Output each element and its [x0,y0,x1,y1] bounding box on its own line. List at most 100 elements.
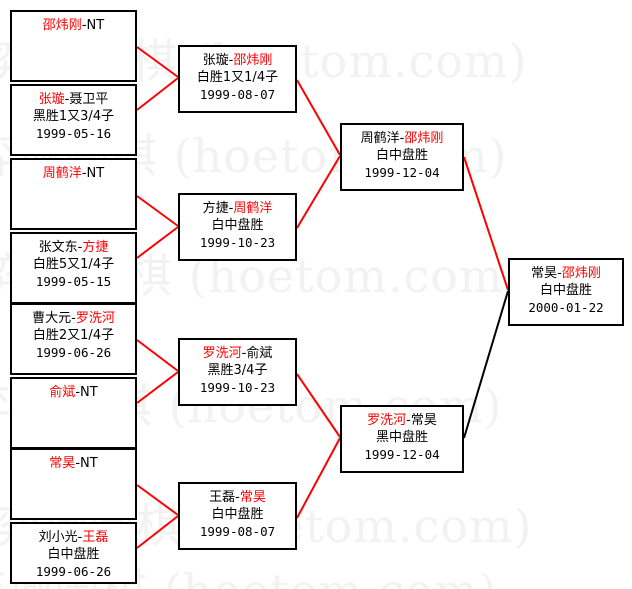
match-date: 1999-10-23 [199,235,276,250]
connector-r2m1-to-sf1 [296,79,341,156]
match-date: 1999-05-16 [35,126,112,141]
match-players: 张璇-邵炜刚 [180,52,295,69]
connector-r1m3-to-r2m2 [136,195,179,227]
match-players: 邵炜刚-NT [12,17,135,34]
match-date: 1999-06-26 [35,345,112,360]
match-box-r2m1[interactable]: 张璇-邵炜刚 白胜1又1/4子 1999-08-07 [178,45,297,113]
player-left: 罗洗河 [202,346,242,361]
connector-r1m8-to-r2m4 [136,515,179,549]
match-result: 白胜2又1/4子 [32,328,115,343]
match-date: 1999-12-04 [364,447,440,462]
player-right: 方捷 [82,240,109,255]
separator: - [75,456,81,471]
separator: - [64,92,70,107]
player-left: 曹大元 [32,311,72,326]
match-box-r1m4[interactable]: 张文东-方捷 白胜5又1/4子 1999-05-15 [10,232,137,304]
player-left: 张文东 [38,240,78,255]
player-right: 邵炜刚 [561,266,601,281]
match-date: 2000-01-22 [528,300,604,315]
connector-r2m3-to-sf2 [296,373,341,438]
player-right: NT [80,385,98,400]
connector-r1m4-to-r2m2 [136,226,179,259]
player-left: 王磊 [209,490,236,505]
match-players: 常昊-NT [12,455,135,472]
connector-r1m2-to-r2m1 [136,77,179,111]
separator: - [75,385,81,400]
player-right: 周鹤洋 [233,201,273,216]
separator: - [557,266,562,281]
match-box-r2m2[interactable]: 方捷-周鹤洋 白中盘胜 1999-10-23 [178,193,297,261]
match-players: 曹大元-罗洗河 [12,310,135,327]
connector-r1m1-to-r2m1 [136,46,179,78]
player-right: NT [80,456,98,471]
match-players: 方捷-周鹤洋 [180,200,295,217]
player-right: 俞斌 [246,346,273,361]
match-box-r1m3[interactable]: 周鹤洋-NT [10,158,137,230]
match-date: 1999-05-15 [35,274,112,289]
separator: - [77,530,83,545]
connector-r2m2-to-sf1 [296,155,341,229]
match-box-sf1[interactable]: 周鹤洋-邵炜刚 白中盘胜 1999-12-04 [340,123,464,191]
separator: - [241,346,247,361]
match-result: 黑胜3/4子 [207,363,268,378]
match-date: 1999-06-26 [35,564,112,579]
player-left: 常昊 [49,456,76,471]
player-left: 张璇 [38,92,65,107]
match-box-r2m4[interactable]: 王磊-常昊 白中盘胜 1999-08-07 [178,482,297,550]
match-result: 白中盘胜 [47,547,100,562]
separator: - [71,311,76,326]
match-result: 白中盘胜 [211,218,264,233]
player-left: 周鹤洋 [360,131,400,146]
match-date: 1999-12-04 [364,165,440,180]
separator: - [228,53,234,68]
player-right: NT [86,18,105,33]
player-right: NT [86,166,105,181]
separator: - [228,201,234,216]
player-left: 常昊 [531,266,558,281]
match-players: 张璇-聂卫平 [12,91,135,108]
match-box-r1m8[interactable]: 刘小光-王磊 白中盘胜 1999-06-26 [10,522,137,584]
player-left: 邵炜刚 [42,18,82,33]
player-left: 张璇 [202,53,229,68]
player-right: 常昊 [410,413,437,428]
player-left: 周鹤洋 [42,166,82,181]
match-box-r1m2[interactable]: 张璇-聂卫平 黑胜1又3/4子 1999-05-16 [10,84,137,156]
match-box-r2m3[interactable]: 罗洗河-俞斌 黑胜3/4子 1999-10-23 [178,338,297,406]
match-date: 1999-10-23 [199,380,276,395]
match-result: 白中盘胜 [539,283,592,298]
player-right: 常昊 [239,490,266,505]
player-right: 邵炜刚 [404,131,444,146]
match-box-sf2[interactable]: 罗洗河-常昊 黑中盘胜 1999-12-04 [340,405,464,473]
match-result: 黑中盘胜 [375,430,428,445]
player-left: 俞斌 [49,385,76,400]
connector-r1m5-to-r2m3 [136,339,179,372]
connector-sf1-to-final [463,156,509,291]
match-players: 王磊-常昊 [180,489,295,506]
match-players: 常昊-邵炜刚 [510,265,622,282]
match-result: 白胜5又1/4子 [32,257,115,272]
match-date: 1999-08-07 [199,524,276,539]
match-players: 罗洗河-俞斌 [180,345,295,362]
match-box-r1m5[interactable]: 曹大元-罗洗河 白胜2又1/4子 1999-06-26 [10,303,137,375]
match-players: 刘小光-王磊 [12,529,135,546]
player-right: 罗洗河 [75,311,115,326]
match-players: 周鹤洋-NT [12,165,135,182]
match-box-r1m6[interactable]: 俞斌-NT [10,377,137,449]
connector-r1m7-to-r2m4 [136,484,179,516]
match-box-r1m7[interactable]: 常昊-NT [10,448,137,520]
player-right: 聂卫平 [69,92,109,107]
match-players: 张文东-方捷 [12,239,135,256]
separator: - [235,490,240,505]
player-right: 邵炜刚 [233,53,273,68]
match-box-final[interactable]: 常昊-邵炜刚 白中盘胜 2000-01-22 [508,258,624,326]
separator: - [77,240,83,255]
match-players: 周鹤洋-邵炜刚 [342,130,462,147]
match-players: 罗洗河-常昊 [342,412,462,429]
match-box-r1m1[interactable]: 邵炜刚-NT [10,10,137,82]
player-left: 罗洗河 [367,413,407,428]
match-result: 黑胜1又3/4子 [32,109,115,124]
connector-sf2-to-final [463,290,509,439]
player-left: 刘小光 [38,530,78,545]
match-date: 1999-08-07 [199,87,276,102]
